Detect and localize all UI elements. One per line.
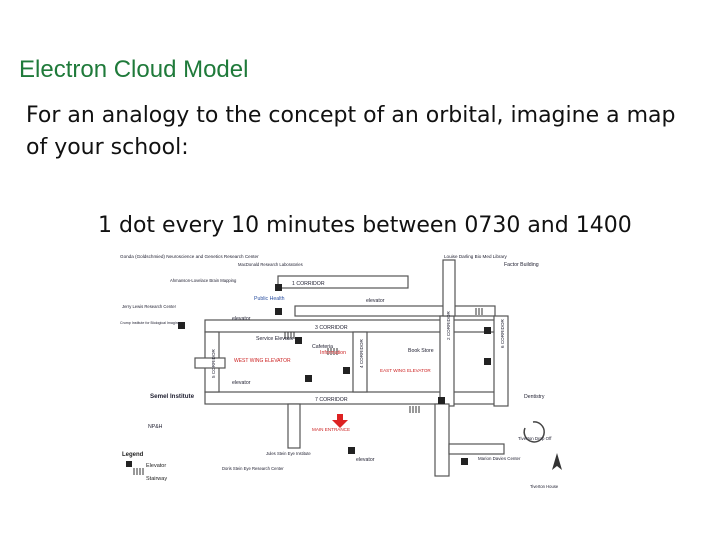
corridor-5-label: 5 CORRIDOR (211, 348, 216, 378)
corridor-7 (204, 391, 506, 405)
elevator-marker (275, 284, 282, 291)
corridor-6-label: 6 CORRIDOR (500, 318, 505, 348)
corridor-6 (493, 315, 509, 407)
elevator-marker (305, 375, 312, 382)
elevator-marker (178, 322, 185, 329)
elevator-marker (438, 397, 445, 404)
stairway-marker (475, 308, 483, 315)
corridor-2-label: 2 CORRIDOR (446, 310, 451, 340)
elevator-marker (343, 367, 350, 374)
crump-label: Crump Institute for Biological Imaging (120, 321, 180, 325)
information-label: Information (320, 350, 346, 356)
corridor-south-west (287, 403, 301, 449)
map-legend: Legend Elevator Stairway (122, 452, 167, 482)
marion-davies-label: Marion Davies Center (478, 456, 521, 461)
elevator-marker (461, 458, 468, 465)
factor-building-label: Factor Building (504, 262, 539, 268)
elevator-marker (484, 358, 491, 365)
louise-darling-label: Louise Darling Bio Med Library (444, 254, 508, 259)
semel-institute-label: Semel Institute (150, 393, 195, 400)
map-elevators (178, 284, 491, 465)
corridor-south-east (434, 403, 450, 477)
corridor-1-label: 1 CORRIDOR (292, 281, 325, 287)
corridor-1 (277, 275, 409, 289)
corridor-4-label: 4 CORRIDOR (359, 338, 364, 368)
corridor-4 (352, 331, 368, 393)
slide-title: Electron Cloud Model (19, 56, 249, 83)
main-entrance-label: MAIN ENTRANCE (312, 427, 350, 432)
np-h-label: NP&H (148, 424, 163, 430)
elevator-marker (295, 337, 302, 344)
elevator-marker (484, 327, 491, 334)
tiverton-arrow (523, 421, 545, 443)
elevator-label: elevator (232, 380, 251, 386)
public-health-label: Public Health (254, 296, 285, 302)
map-stairways (133, 308, 483, 475)
elevator-marker (348, 447, 355, 454)
stairway-marker (409, 406, 420, 413)
stairway-marker (133, 468, 144, 475)
slide-subtext: 1 dot every 10 minutes between 0730 and … (98, 213, 632, 238)
elevator-label: elevator (366, 298, 385, 304)
legend-stairway-label: Stairway (146, 476, 167, 482)
corridor-top-east (294, 305, 496, 317)
main-entrance-arrow (332, 414, 348, 428)
gonda-label: Gonda (Goldschmied) Neuroscience and Gen… (120, 254, 259, 259)
corridor-north-east (442, 259, 456, 317)
tiverton-drop-off-label: Tiverton Drop Off (518, 436, 552, 441)
cafeteria-label: Cafeteria (312, 344, 333, 350)
ahmanson-label: Ahmanson-Lovelace Brain Mapping (170, 278, 237, 283)
elevator-label: elevator (356, 457, 375, 463)
corridor-7-label: 7 CORRIDOR (315, 397, 348, 403)
east-wing-elevator-label: EAST WING ELEVATOR (380, 368, 431, 373)
stairway-marker (284, 332, 295, 339)
macdonald-label: MacDonald Research Laboratories (238, 262, 303, 267)
slide-body-text: For an analogy to the concept of an orbi… (26, 103, 676, 160)
jerry-lewis-label: Jerry Lewis Research Center (122, 304, 177, 309)
legend-elevator-label: Elevator (146, 463, 166, 469)
book-store-label: Book Store (408, 348, 434, 354)
elevator-label: elevator (232, 316, 251, 322)
corridor-3-label: 3 CORRIDOR (315, 325, 348, 331)
corridor-west-arm (194, 357, 226, 369)
elevator-marker (275, 308, 282, 315)
legend-elevator-swatch (126, 461, 132, 467)
west-wing-elevator-label: WEST WING ELEVATOR (234, 358, 291, 364)
map-corridors (194, 259, 509, 477)
north-arrow (552, 453, 562, 470)
service-elevator-label: Service Elevator (256, 336, 294, 342)
legend-title: Legend (122, 452, 144, 458)
school-map: Gonda (Goldschmied) Neuroscience and Gen… (120, 254, 562, 489)
dentistry-label: Dentistry (524, 394, 545, 400)
jules-stein-label: Jules Stein Eye Institute (266, 451, 311, 456)
doris-stein-label: Doris Stein Eye Research Center (222, 466, 284, 471)
stairway-marker (327, 348, 338, 355)
corridor-east-arm (448, 443, 505, 455)
tiverton-house-label: Tiverton House (530, 484, 559, 489)
